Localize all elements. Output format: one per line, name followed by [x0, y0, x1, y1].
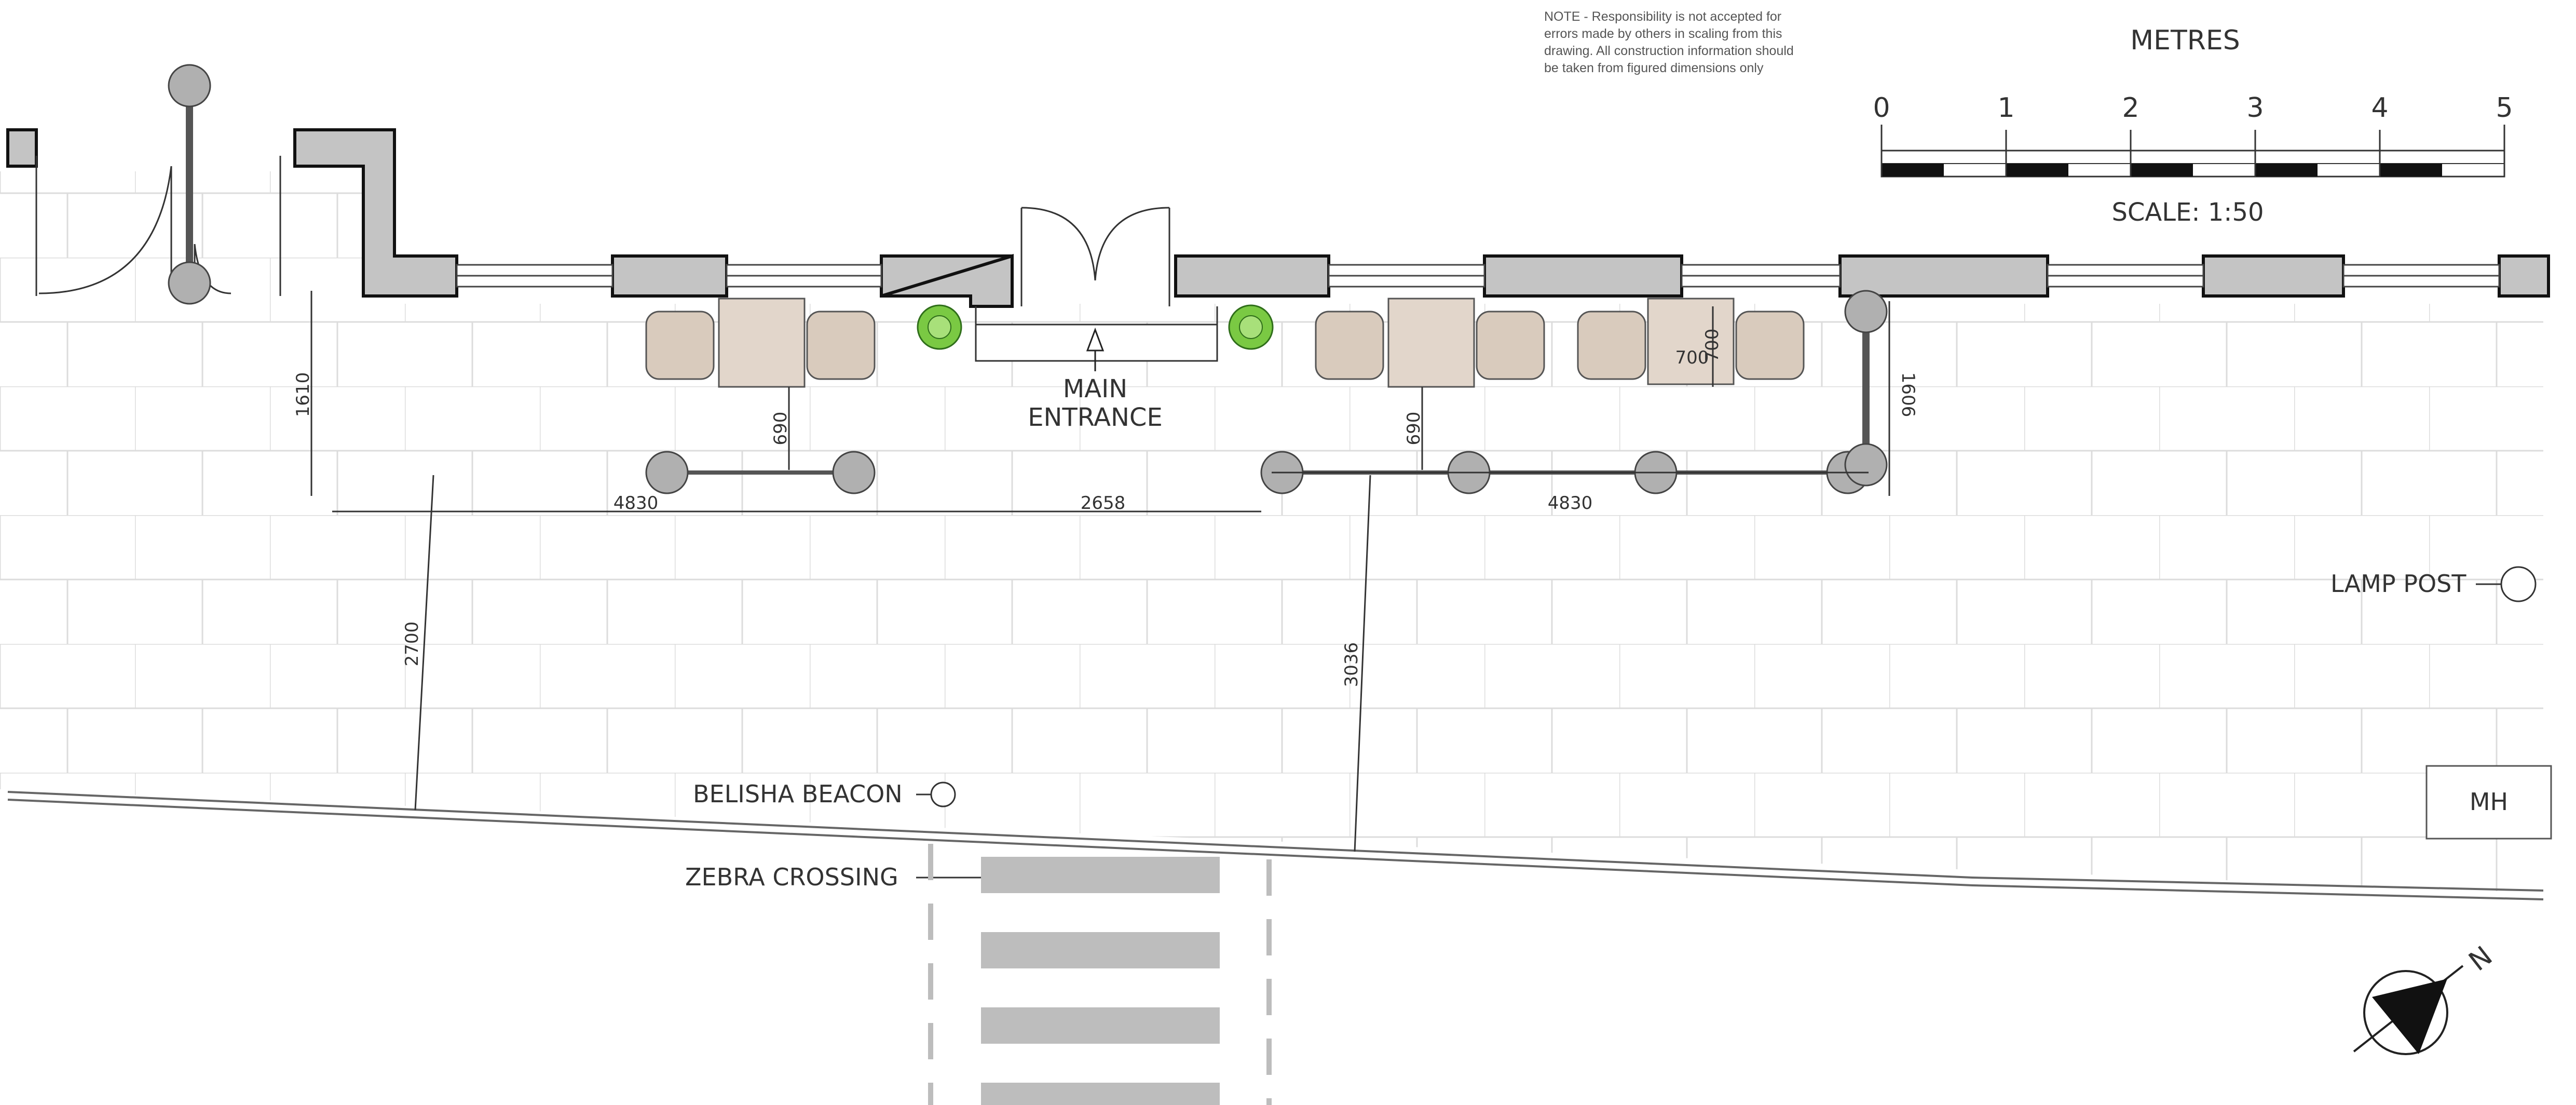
dim-690-right: 690	[1403, 412, 1424, 446]
dim-700-b: 700	[1702, 329, 1723, 362]
scale-tick-0: 0	[1873, 92, 1890, 124]
main-entrance-doors	[975, 207, 1218, 362]
dim-1606: 1606	[1898, 372, 1918, 417]
scale-label: SCALE: 1:50	[2111, 198, 2264, 227]
dim-3036: 3036	[1341, 642, 1362, 688]
main-entrance-label-2: ENTRANCE	[1028, 403, 1163, 432]
dimension-lines	[310, 291, 1890, 852]
belisha-beacon-icon	[930, 781, 956, 807]
note-line-3: drawing. All construction information sh…	[1544, 44, 1794, 58]
dim-690-left: 690	[770, 412, 791, 446]
scale-tick-2: 2	[2122, 92, 2139, 124]
pavement-paving	[0, 304, 2543, 893]
dim-4830-right: 4830	[1548, 493, 1593, 514]
note-line-4: be taken from figured dimensions only	[1544, 61, 1764, 75]
scale-bar	[1880, 125, 2505, 178]
scale-title: METRES	[2130, 25, 2240, 56]
scale-tick-5: 5	[2496, 92, 2513, 124]
planter-right	[1228, 304, 1274, 350]
scale-tick-3: 3	[2246, 92, 2264, 124]
dim-2658: 2658	[1081, 493, 1126, 514]
north-arrow-icon	[2353, 965, 2464, 1055]
barrier-posts	[168, 64, 1888, 494]
belisha-beacon-label: BELISHA BEACON	[693, 780, 903, 808]
manhole-cover	[2425, 765, 2552, 840]
main-entrance-label: MAIN	[1063, 374, 1127, 403]
note-line-2: errors made by others in scaling from th…	[1544, 26, 1782, 41]
lamp-post-label: LAMP POST	[2330, 570, 2466, 598]
manhole-label: MH	[2470, 788, 2508, 816]
scale-tick-1: 1	[1997, 92, 2014, 124]
north-label: N	[2463, 940, 2499, 977]
cafe-table-set-3	[1577, 298, 1805, 385]
kerb-line	[7, 791, 2544, 900]
note-line-1: NOTE - Responsibility is not accepted fo…	[1544, 9, 1781, 24]
dim-4830-left: 4830	[614, 493, 659, 514]
dim-700-a: 700	[1675, 347, 1709, 368]
cafe-table-set-1	[645, 298, 876, 388]
dim-1610: 1610	[293, 372, 314, 417]
shopfront-windows	[456, 264, 2500, 288]
cafe-table-set-2	[1315, 298, 1545, 388]
zebra-crossing-label: ZEBRA CROSSING	[685, 863, 898, 891]
zebra-crossing	[928, 844, 1272, 1105]
planter-left	[917, 304, 962, 350]
scale-tick-4: 4	[2371, 92, 2388, 124]
lamp-post-icon	[2500, 566, 2537, 602]
dim-2700: 2700	[402, 622, 422, 667]
